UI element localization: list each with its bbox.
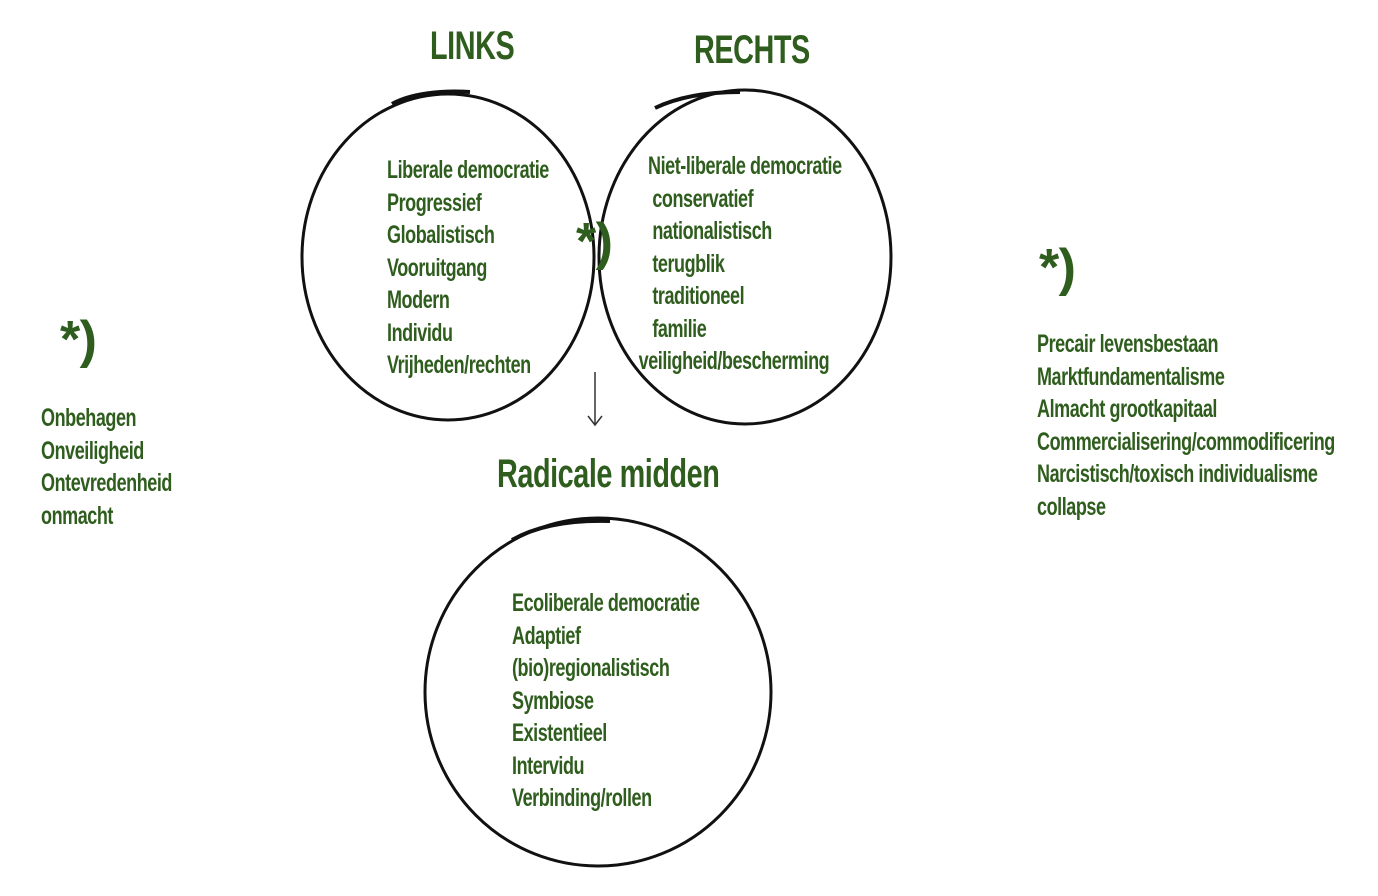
list-item: veiligheid/bescherming [638,347,830,375]
list-item: Precair levensbestaan [1037,330,1219,358]
list-item: Adaptief [512,621,581,650]
list-item: terugblik [652,249,725,278]
list-item: Commercialisering/commodificering [1037,427,1335,456]
list-item: Ecoliberale democratie [512,589,700,617]
list-item: Onbehagen [41,404,137,432]
list-item: Verbinding/rollen [512,784,652,812]
list-item: Narcistisch/toxisch individualisme [1037,460,1318,488]
list-item: Progressief [387,188,482,217]
links-list: Liberale democratie Progressief Globalis… [387,154,549,382]
left-note-marker: *) [60,311,97,369]
rechts-title: RECHTS [694,28,810,72]
radicale-midden-list: Ecoliberale democratie Adaptief (bio)reg… [512,587,700,815]
rechts-circle [597,88,893,426]
list-item: Modern [387,286,450,314]
list-item: Liberale democratie [387,156,549,184]
list-item: conservatief [652,184,754,213]
radicale-midden-title: Radicale midden [497,452,720,496]
right-note-list: Precair levensbestaan Marktfundamentalis… [1037,328,1335,523]
list-item: Vrijheden/rechten [387,351,531,379]
list-item: Vooruitgang [387,253,487,282]
list-item: Ontevredenheid [41,469,172,497]
list-item: (bio)regionalistisch [512,654,670,682]
links-title: LINKS [430,24,515,68]
right-note-marker: *) [1039,239,1076,297]
list-item: Niet-liberale democratie [648,152,842,180]
list-item: nationalistisch [652,217,772,245]
arrow-head [587,415,603,427]
list-item: onmacht [41,501,113,530]
list-item: Existentieel [512,719,607,747]
list-item: Almacht grootkapitaal [1037,395,1217,423]
links-circle-stroke-overlap [391,89,471,106]
list-item: Symbiose [512,686,594,715]
list-item: Individu [387,318,453,347]
list-item: Intervidu [512,751,585,780]
list-item: familie [652,314,707,343]
list-item: traditioneel [652,282,745,310]
rechts-circle-stroke-overlap [654,90,741,110]
list-item: Marktfundamentalisme [1037,362,1225,391]
intersection-marker: *) [576,213,613,271]
links-circle [300,92,596,422]
list-item: Globalistisch [387,221,495,249]
rechts-list: Niet-liberale democratie conservatief na… [639,150,843,378]
list-item: Onveiligheid [41,436,144,465]
list-item: collapse [1037,492,1106,521]
radicale-midden-circle [423,516,773,868]
radicale-midden-circle-stroke-overlap [511,518,611,542]
left-note-list: Onbehagen Onveiligheid Ontevredenheid on… [41,402,172,532]
